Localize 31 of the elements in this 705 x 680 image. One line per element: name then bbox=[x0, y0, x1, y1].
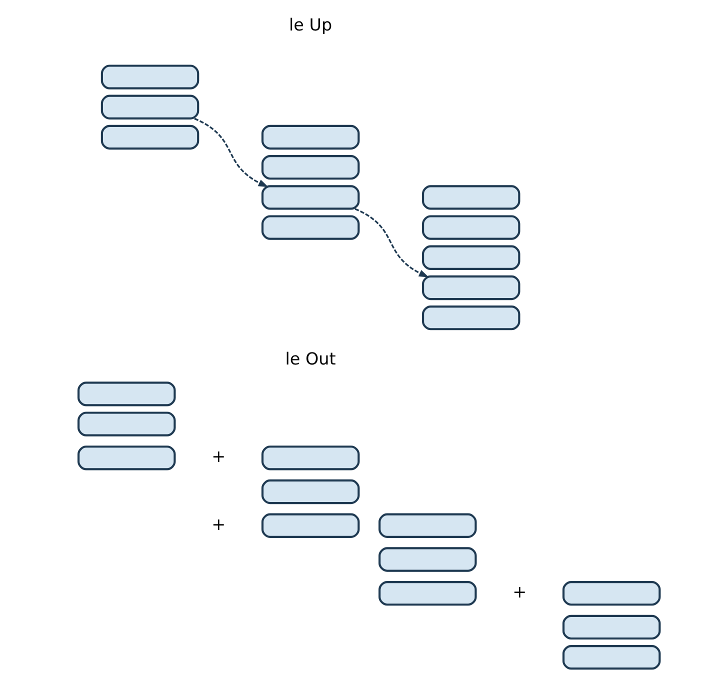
node-box bbox=[421, 215, 520, 240]
node-box bbox=[260, 513, 360, 538]
label: + bbox=[211, 514, 226, 534]
node-box bbox=[260, 479, 360, 504]
node-box bbox=[421, 245, 520, 270]
node-box bbox=[100, 94, 199, 120]
label: + bbox=[512, 582, 526, 602]
node-box bbox=[378, 547, 476, 572]
node-box bbox=[421, 275, 520, 300]
node-box bbox=[562, 614, 660, 640]
arrow bbox=[194, 118, 268, 188]
label: le Out bbox=[284, 348, 336, 368]
node-box bbox=[77, 446, 176, 470]
node-box bbox=[562, 644, 660, 670]
node-box bbox=[378, 581, 476, 606]
node-box bbox=[260, 185, 360, 210]
node-box bbox=[421, 306, 520, 330]
node-box bbox=[562, 581, 660, 606]
node-box bbox=[77, 382, 176, 406]
node-box bbox=[260, 124, 360, 150]
node-box bbox=[260, 446, 360, 470]
node-box bbox=[100, 124, 199, 150]
label: le Up bbox=[288, 14, 332, 35]
node-box bbox=[260, 215, 360, 240]
node-box bbox=[260, 155, 360, 180]
label: + bbox=[211, 446, 226, 466]
node-box bbox=[100, 64, 199, 90]
node-box bbox=[378, 513, 476, 538]
arrow bbox=[354, 208, 428, 278]
node-box bbox=[421, 185, 520, 210]
node-box bbox=[77, 412, 176, 436]
